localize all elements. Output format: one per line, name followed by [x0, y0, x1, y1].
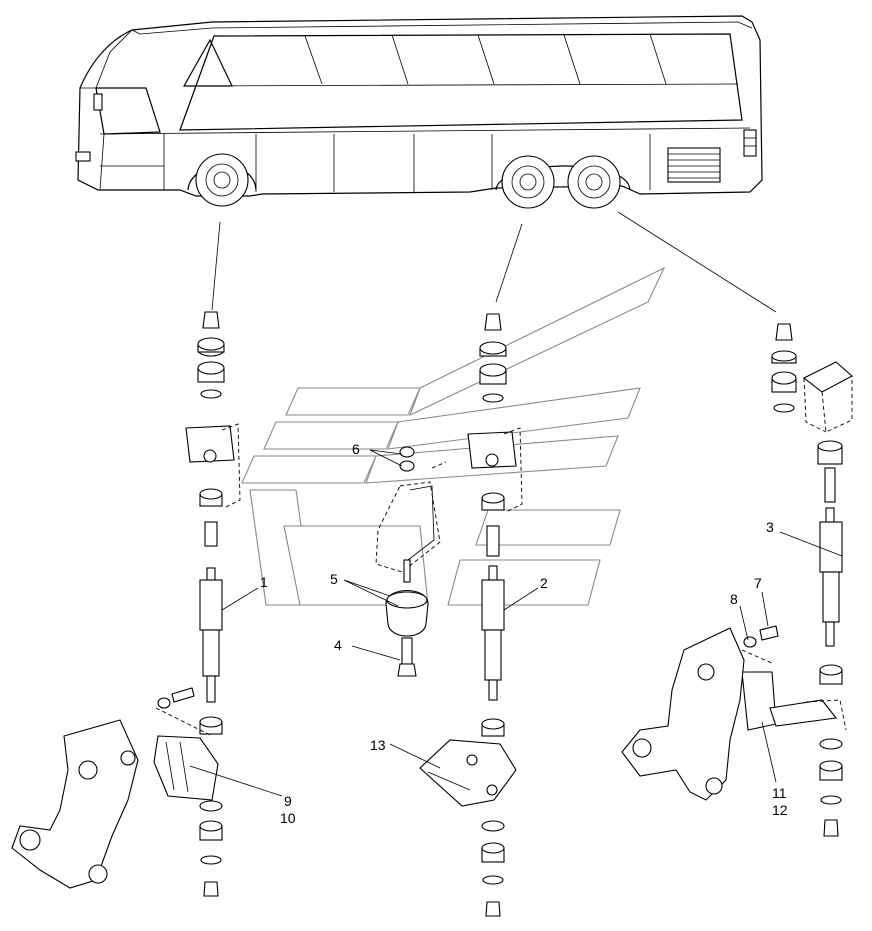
callout-3: 3	[766, 519, 774, 535]
callout-leaders	[189, 449, 843, 797]
callout-9: 9	[284, 793, 292, 809]
drive-axle-damper-assembly	[375, 313, 523, 917]
watermark-logo	[241, 266, 666, 606]
callout-2: 2	[540, 575, 548, 591]
callout-labels: 1 2 3 4 5 6 7 8 9 10 11 12 13	[260, 441, 788, 826]
bus-illustration	[75, 15, 763, 209]
callout-13: 13	[370, 737, 386, 753]
callout-7: 7	[754, 575, 762, 591]
front-damper-assembly	[11, 311, 241, 897]
callout-8: 8	[730, 591, 738, 607]
axle-leader-lines	[211, 211, 777, 313]
callout-12: 12	[772, 802, 788, 818]
callout-5: 5	[330, 571, 338, 587]
callout-11: 11	[772, 785, 787, 801]
callout-6: 6	[352, 441, 360, 457]
callout-10: 10	[280, 810, 296, 826]
callout-4: 4	[334, 637, 342, 653]
tag-axle-damper-assembly	[621, 323, 853, 837]
callout-1: 1	[260, 574, 268, 590]
